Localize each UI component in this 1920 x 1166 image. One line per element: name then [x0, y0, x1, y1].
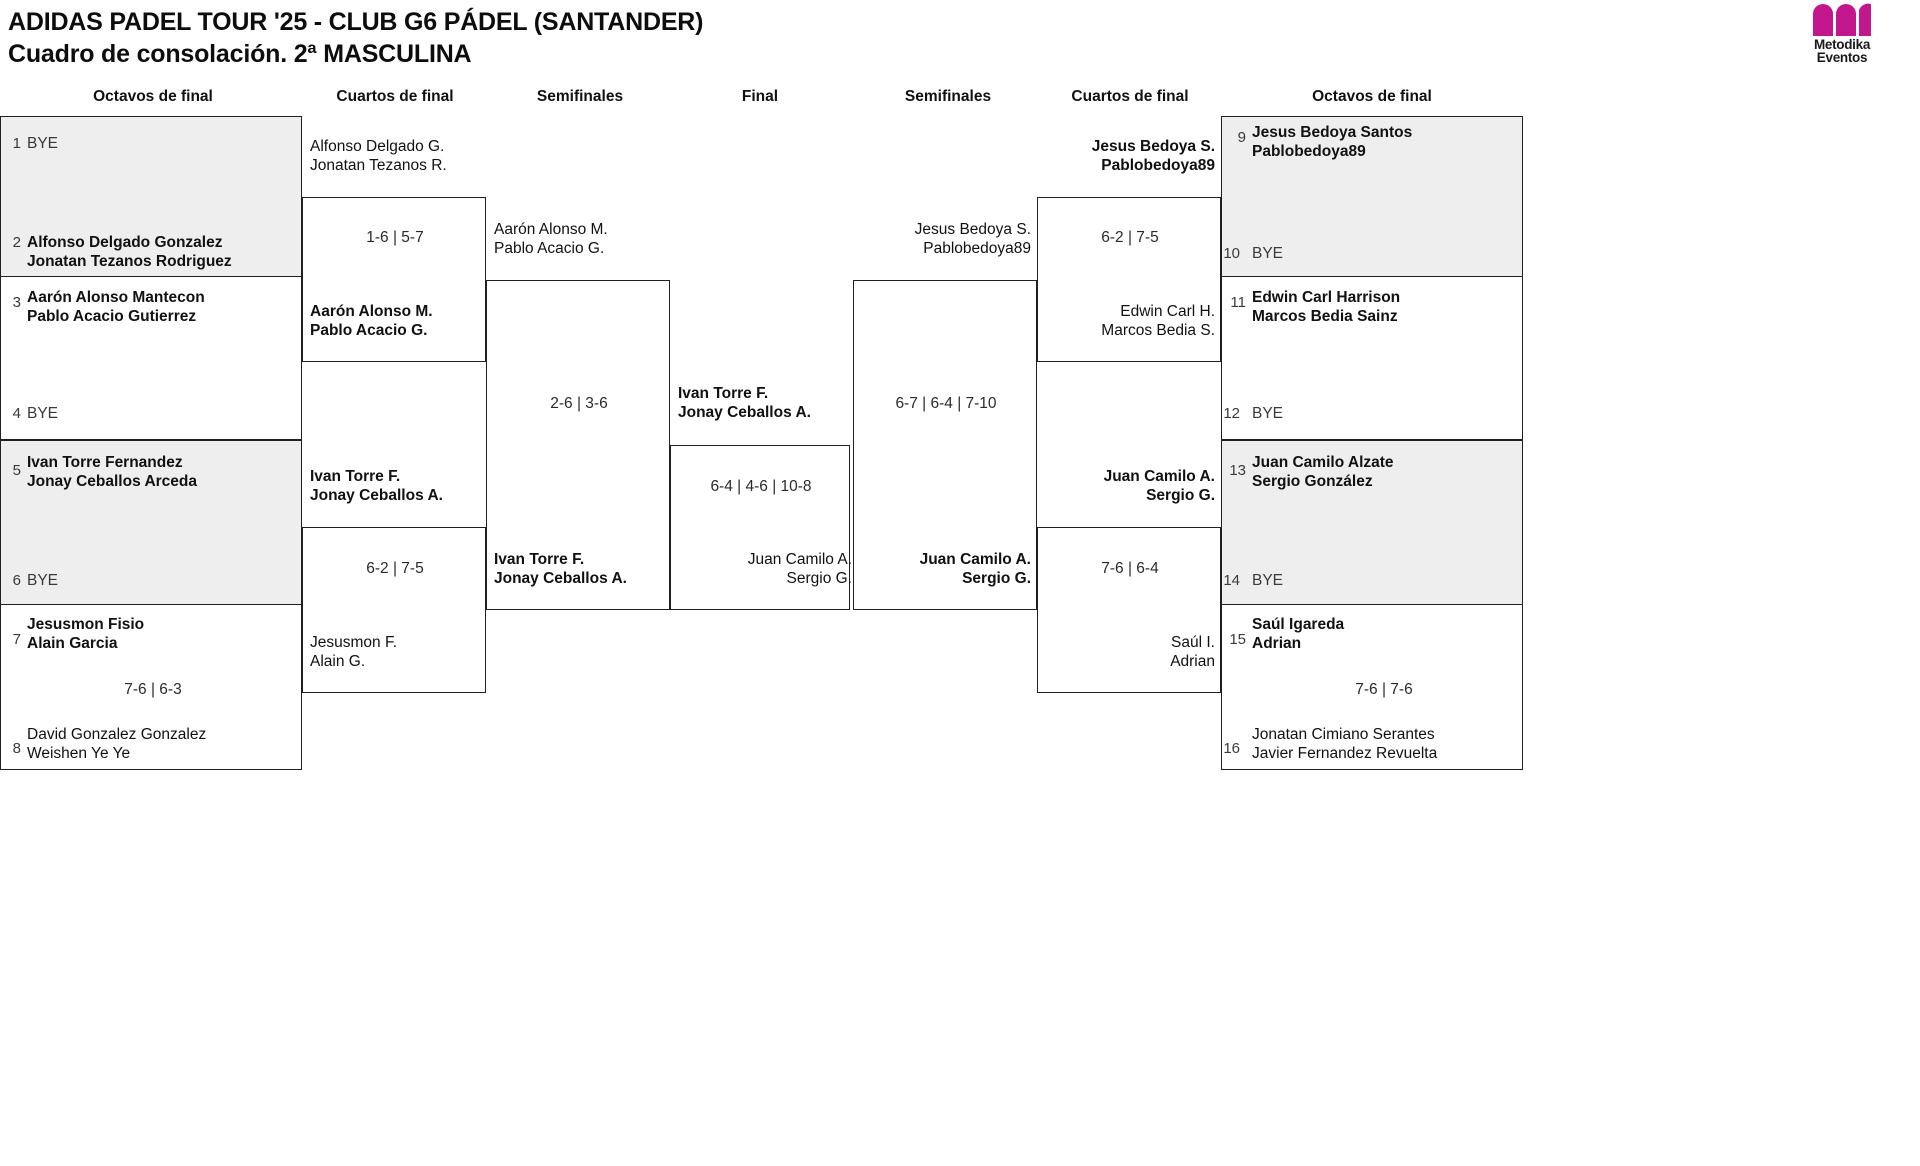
player-entry-bye: BYE: [1252, 245, 1284, 262]
seed-number: 7: [12, 631, 21, 648]
bracket-cell-right-qf-2[interactable]: 7-6 | 6-4: [1037, 527, 1221, 693]
tournament-title: ADIDAS PADEL TOUR '25 - CLUB G6 PÁDEL (S…: [8, 8, 704, 36]
bracket-cell-right-sf[interactable]: 6-7 | 6-4 | 7-10: [853, 280, 1037, 610]
seed-number: 6: [12, 572, 21, 589]
seed-number: 10: [1223, 245, 1240, 262]
logo-text-line1: Metodika: [1813, 37, 1871, 52]
player-entry-left-qf-top: Alfonso Delgado G.Jonatan Tezanos R.: [310, 138, 447, 174]
match-score: 7-6 | 6-4: [1101, 560, 1159, 577]
player-entry-left-qf-2: Aarón Alonso M.Pablo Acacio G.: [310, 303, 433, 339]
player-entry-left-sf-bottom: Ivan Torre F.Jonay Ceballos A.: [494, 551, 627, 587]
player-entry-bye: BYE: [1252, 572, 1284, 589]
player-entry-right-qf-4: Saúl I.Adrian: [1170, 634, 1215, 670]
seed-number: 1: [12, 135, 21, 152]
player-entry-bye: BYE: [27, 405, 59, 422]
round-header-right-qf: Cuartos de final: [1071, 88, 1189, 105]
round-header-right-r16: Octavos de final: [1312, 88, 1432, 105]
bracket-cell-right-qf-1[interactable]: 6-2 | 7-5: [1037, 197, 1221, 362]
match-score: 6-2 | 7-5: [1101, 229, 1159, 246]
logo-text-line2: Eventos: [1816, 50, 1868, 65]
round-header-right-sf: Semifinales: [904, 88, 992, 105]
page-title: ADIDAS PADEL TOUR '25 - CLUB G6 PÁDEL (S…: [8, 6, 1208, 70]
bracket-cell-left-qf-2[interactable]: 6-2 | 7-5: [302, 527, 486, 693]
match-score: 7-6 | 6-3: [124, 681, 182, 698]
bracket-cell-final[interactable]: 6-4 | 4-6 | 10-8: [670, 445, 850, 610]
player-entry-final-top: Ivan Torre F.Jonay Ceballos A.: [678, 385, 811, 421]
player-entry-bye: BYE: [27, 135, 59, 152]
seed-number: 5: [12, 462, 21, 479]
seed-number: 16: [1223, 740, 1240, 757]
player-entry-right-sf-bottom: Juan Camilo A.Sergio G.: [919, 551, 1031, 587]
player-entry-left-qf-4: Jesusmon F.Alain G.: [310, 634, 398, 670]
seed-number: 9: [1237, 129, 1246, 146]
match-score: 7-6 | 7-6: [1355, 681, 1413, 698]
match-score: 6-2 | 7-5: [366, 560, 424, 577]
player-entry-bye: BYE: [1252, 405, 1284, 422]
bracket-cell-left-sf[interactable]: 2-6 | 3-6: [486, 280, 670, 610]
round-header-left-r16: Octavos de final: [93, 88, 213, 105]
player-entry-right-sf-top: Jesus Bedoya S.Pablobedoya89: [914, 221, 1031, 257]
player-entry-left-sf-top: Aarón Alonso M.Pablo Acacio G.: [494, 221, 608, 257]
round-header-left-sf: Semifinales: [536, 88, 624, 105]
bracket-cell-left-qf-1[interactable]: 1-6 | 5-7: [302, 197, 486, 362]
match-score-final: 6-4 | 4-6 | 10-8: [710, 478, 812, 495]
seed-number: 2: [12, 234, 21, 251]
seed-number: 15: [1229, 631, 1246, 648]
seed-number: 8: [12, 740, 21, 757]
seed-number: 3: [12, 294, 21, 311]
seed-number: 11: [1230, 294, 1246, 311]
seed-number: 13: [1229, 462, 1246, 479]
round-header-left-qf: Cuartos de final: [336, 88, 454, 105]
player-entry-right-qf-2: Edwin Carl H.Marcos Bedia S.: [1101, 303, 1215, 339]
match-score: 6-7 | 6-4 | 7-10: [895, 395, 997, 412]
tournament-subtitle: Cuadro de consolación. 2ª MASCULINA: [8, 40, 472, 68]
brand-logo: Metodika Eventos: [1782, 2, 1902, 64]
match-score: 1-6 | 5-7: [366, 229, 424, 246]
match-score: 2-6 | 3-6: [550, 395, 608, 412]
player-entry-left-qf-3: Ivan Torre F.Jonay Ceballos A.: [310, 468, 443, 504]
seed-number: 12: [1223, 405, 1240, 422]
player-entry-final-bottom: Juan Camilo A.Sergio G.: [747, 551, 852, 587]
player-entry-right-qf-1: Jesus Bedoya S.Pablobedoya89: [1091, 138, 1215, 174]
round-header-final: Final: [741, 88, 779, 105]
metodika-m-icon: [1813, 3, 1871, 36]
seed-number: 4: [12, 405, 21, 422]
player-entry-bye: BYE: [27, 572, 59, 589]
player-entry-right-qf-3: Juan Camilo A.Sergio G.: [1103, 468, 1215, 504]
seed-number: 14: [1223, 572, 1240, 589]
